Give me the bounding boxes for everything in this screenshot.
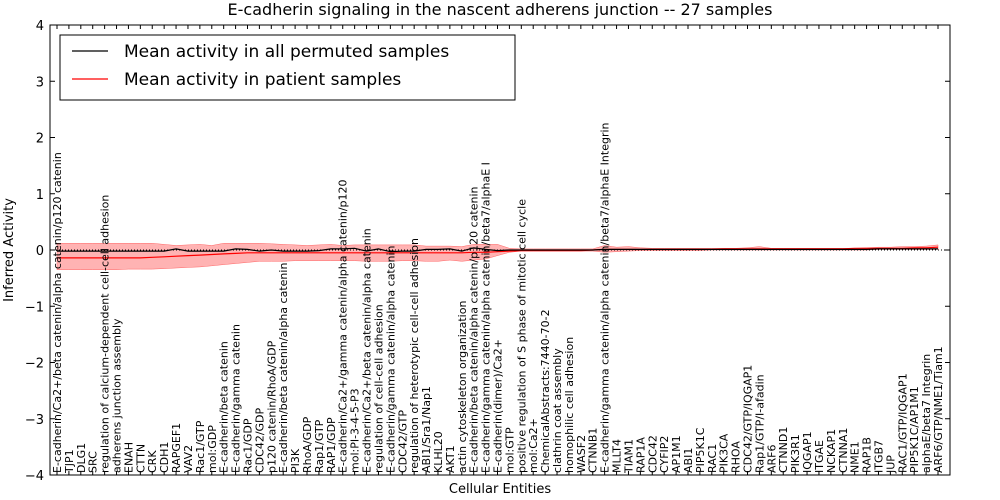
x-tick-label: E-cadherin(dimer)/Ca2+	[492, 339, 505, 473]
x-tick-label: ITGAE	[813, 440, 826, 473]
x-tick-label: adherens junction assembly	[111, 318, 124, 473]
x-tick-label: PIK3R1	[789, 434, 802, 473]
x-tick-label: E-cadherin/beta catenin/alpha catenin	[277, 263, 290, 473]
patient-confidence-band	[56, 243, 939, 270]
x-tick-label: RHOA	[730, 441, 743, 473]
x-tick-label: KLHL20	[432, 431, 445, 473]
x-tick-label: RhoA/GDP	[301, 416, 314, 473]
x-tick-label: WASF2	[575, 435, 588, 473]
series-line-permuted	[57, 247, 938, 253]
x-tick-label: PIP5K1C	[694, 427, 707, 473]
x-tick-label: CTTN	[134, 444, 147, 473]
x-tick-label: ARF6	[765, 445, 778, 474]
x-tick-label: PI3K	[289, 448, 302, 473]
x-tick-label: mol:GDP	[206, 425, 219, 473]
x-axis-label: Cellular Entities	[449, 482, 551, 497]
x-tick-label: E-cadherin/beta catenin/alpha catenin/p1…	[468, 187, 481, 473]
x-tick-label: Rac1/GDP	[242, 418, 255, 473]
x-tick-label: CDH1	[158, 442, 171, 473]
y-tick-label: 0	[36, 244, 44, 259]
x-tick-label: RAP1/GDP	[325, 417, 338, 473]
x-tick-label: CDC42/GTP/IQGAP1	[742, 365, 755, 473]
x-tick-label: Rap1/GTP	[313, 419, 326, 473]
x-tick-label: CTNNA1	[837, 428, 850, 473]
x-tick-label: Rac1/GTP	[194, 420, 207, 473]
x-tick-label: ChemicalAbstracts:7440-70-2	[539, 309, 552, 473]
x-tick-label: p120 catenin/RhoA/GDP	[265, 340, 278, 473]
y-tick-label: 4	[36, 19, 44, 34]
x-tick-label: RAPGEF1	[170, 423, 183, 473]
x-tick-label: AP1M1	[670, 435, 683, 473]
x-tick-label: alphaE/beta7 Integrin	[920, 354, 933, 473]
x-tick-label: PIK3CA	[718, 433, 731, 473]
x-tick-label: mol:PI-3-4-5-P3	[349, 388, 362, 473]
chart-title: E-cadherin signaling in the nascent adhe…	[228, 0, 773, 19]
x-tick-label: CTNND1	[777, 427, 790, 473]
x-tick-label: NCKAP1	[825, 429, 838, 473]
x-tick-label: clathrin coat assembly	[551, 348, 564, 473]
x-tick-label: TJP1	[63, 449, 76, 474]
y-tick-label: 1	[36, 188, 44, 203]
y-tick-label: −3	[25, 413, 44, 428]
x-tick-label: E-cadherin/gamma catenin	[230, 324, 243, 473]
x-tick-label: E-cadherin/beta catenin	[218, 341, 231, 473]
x-tick-label: RAP1A	[634, 437, 647, 473]
x-tick-label: mol:Ca2+	[527, 418, 540, 473]
y-tick-label: 2	[36, 132, 44, 147]
x-tick-label: E-cadherin/gamma catenin/alpha catenin/b…	[599, 122, 612, 473]
plot-area: −4 −3 −2 −1 0 1 2 3 4E-cadherin/Ca2+/beta cateni…	[25, 19, 951, 484]
x-tick-label: Rap1/GTP/I-afadin	[753, 374, 766, 473]
x-tick-label: ITGB7	[873, 440, 886, 473]
x-tick-label: CTNNB1	[587, 428, 600, 473]
y-tick-label: 3	[36, 75, 44, 90]
x-tick-label: RAC1	[706, 444, 719, 473]
x-tick-label: regulation of calcium-dependent cell-cel…	[99, 195, 112, 473]
x-tick-label: CYFIP2	[658, 436, 671, 473]
x-tick-label: ENAH	[122, 442, 135, 473]
x-tick-label: E-cadherin/gamma catenin/alpha catenin	[384, 245, 397, 473]
x-tick-label: ABI1/Sra1/Nap1	[420, 386, 433, 473]
y-tick-label: −4	[25, 469, 44, 484]
x-tick-label: PIP5K1C/AP1M1	[908, 386, 921, 473]
x-tick-label: AKT1	[444, 445, 457, 473]
x-tick-label: SRC	[87, 451, 100, 473]
x-tick-label: RAP1B	[861, 437, 874, 473]
x-tick-label: CDC42/GTP	[396, 410, 409, 473]
y-tick-label: −1	[25, 300, 44, 315]
x-tick-label: regulation of cell-cell adhesion	[372, 304, 385, 473]
x-tick-label: ARF6/GTP/NME1/Tiam1	[932, 346, 945, 473]
x-tick-label: actin cytoskeleton organization	[456, 301, 469, 473]
x-tick-label: E-cadherin/Ca2+/gamma catenin/alpha cate…	[337, 179, 350, 473]
x-tick-label: VAV2	[182, 445, 195, 473]
x-tick-label: ABI1	[682, 448, 695, 473]
x-tick-label: NME1	[849, 441, 862, 473]
x-tick-label: TIAM1	[623, 439, 636, 474]
x-tick-label: CDC42/GDP	[253, 407, 266, 473]
x-tick-label: positive regulation of S phase of mitoti…	[515, 199, 528, 473]
y-axis-label: Inferred Activity	[2, 198, 17, 302]
x-tick-label: IQGAP1	[801, 431, 814, 473]
x-tick-label: JUP	[884, 455, 897, 474]
x-tick-label: mol:GTP	[503, 427, 516, 473]
x-tick-label: DLG1	[75, 443, 88, 473]
x-tick-label: E-cadherin/Ca2+/beta catenin/alpha caten…	[51, 152, 64, 473]
x-tick-label: CDC42	[646, 435, 659, 473]
x-tick-label: RAC1/GTP/IQGAP1	[896, 373, 909, 473]
legend-label: Mean activity in all permuted samples	[124, 42, 449, 62]
x-tick-label: regulation of heterotypic cell-cell adhe…	[408, 238, 421, 473]
x-tick-label: CRK	[146, 450, 159, 473]
y-tick-label: −2	[25, 357, 44, 372]
legend-label: Mean activity in patient samples	[124, 70, 401, 90]
x-tick-label: MLLT4	[611, 439, 624, 473]
legend-box	[59, 34, 516, 101]
legend: Mean activity in all permuted samplesMea…	[59, 34, 516, 101]
x-tick-label: E-cadherin/gamma catenin/alpha catenin/b…	[480, 162, 493, 473]
x-tick-label: homophilic cell adhesion	[563, 337, 576, 473]
x-tick-label: E-cadherin/Ca2+/beta catenin/alpha caten…	[361, 228, 374, 473]
